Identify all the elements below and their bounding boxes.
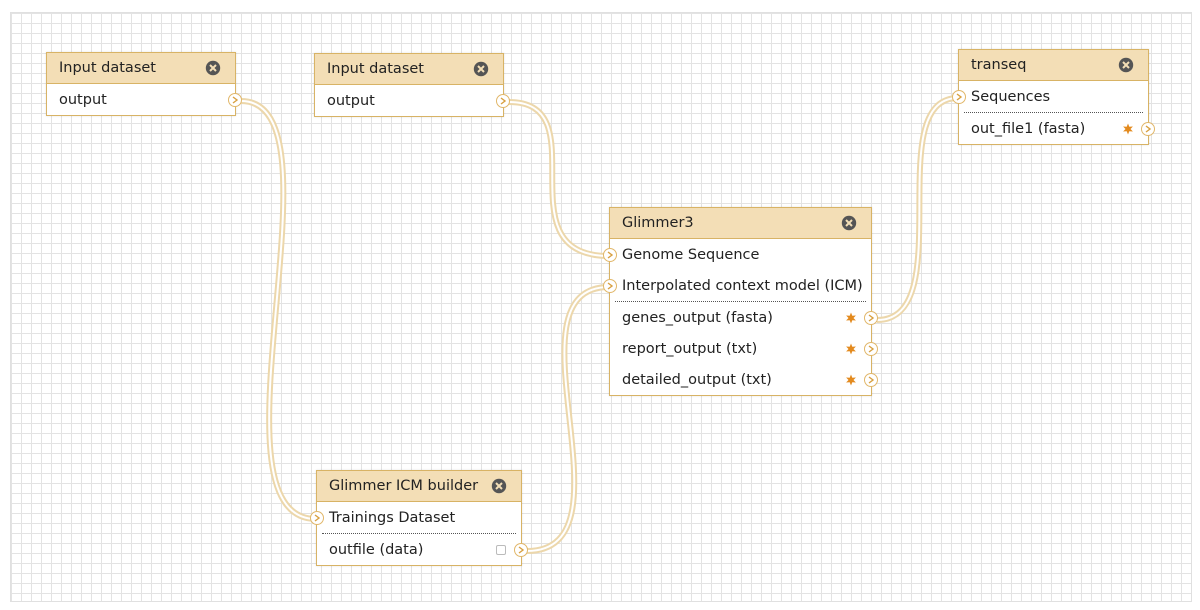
- square-icon[interactable]: [495, 544, 507, 556]
- output-row: output: [47, 84, 242, 115]
- output-row-out-file1: out_file1 (fasta): [959, 113, 1155, 144]
- node-header[interactable]: Input dataset: [47, 53, 235, 84]
- input-row-genome-sequence: Genome Sequence: [603, 239, 871, 270]
- input-terminal[interactable]: [310, 510, 324, 525]
- node-title: Glimmer3: [622, 215, 694, 231]
- node-title: Glimmer ICM builder: [329, 478, 479, 494]
- close-icon[interactable]: [839, 213, 859, 233]
- node-glimmer3[interactable]: Glimmer3 Genome Sequence Interpolated co…: [603, 207, 878, 396]
- node-header[interactable]: Input dataset: [315, 54, 503, 85]
- star-icon[interactable]: [845, 374, 857, 386]
- node-header[interactable]: Glimmer ICM builder: [317, 471, 521, 502]
- node-title: transeq: [971, 57, 1027, 73]
- output-terminal[interactable]: [864, 310, 878, 325]
- input-terminal[interactable]: [952, 89, 966, 104]
- output-terminal[interactable]: [864, 372, 878, 387]
- output-row-detailed: detailed_output (txt): [610, 364, 878, 395]
- close-icon[interactable]: [203, 58, 223, 78]
- output-row-genes: genes_output (fasta): [610, 302, 878, 333]
- output-terminal[interactable]: [1141, 121, 1155, 136]
- divider: [615, 301, 866, 302]
- node-header[interactable]: transeq: [959, 50, 1148, 81]
- input-row-icm: Interpolated context model (ICM): [603, 270, 871, 301]
- node-input-dataset-1[interactable]: Input dataset output: [46, 52, 242, 116]
- output-terminal[interactable]: [228, 92, 242, 107]
- output-label: out_file1 (fasta): [971, 120, 1086, 137]
- node-header[interactable]: Glimmer3: [610, 208, 871, 239]
- output-terminal[interactable]: [496, 93, 510, 108]
- output-row-report: report_output (txt): [610, 333, 878, 364]
- input-label: Interpolated context model (ICM): [622, 277, 863, 294]
- input-label: Sequences: [971, 88, 1051, 105]
- close-icon[interactable]: [471, 59, 491, 79]
- output-label: detailed_output (txt): [622, 371, 772, 388]
- input-label: Genome Sequence: [622, 246, 760, 263]
- output-terminal[interactable]: [514, 542, 528, 557]
- output-label: output: [327, 92, 375, 109]
- close-icon[interactable]: [1116, 55, 1136, 75]
- node-transeq[interactable]: transeq Sequences out_file1 (fasta): [952, 49, 1155, 145]
- divider: [964, 112, 1143, 113]
- output-label: output: [59, 91, 107, 108]
- star-icon[interactable]: [1122, 123, 1134, 135]
- output-row-outfile: outfile (data): [317, 534, 528, 565]
- node-title: Input dataset: [327, 61, 424, 77]
- output-row: output: [315, 85, 510, 116]
- output-label: report_output (txt): [622, 340, 758, 357]
- input-label: Trainings Dataset: [329, 509, 456, 526]
- input-terminal[interactable]: [603, 278, 617, 293]
- input-terminal[interactable]: [603, 247, 617, 262]
- input-row-sequences: Sequences: [952, 81, 1148, 112]
- star-icon[interactable]: [845, 343, 857, 355]
- input-row-trainings-dataset: Trainings Dataset: [310, 502, 521, 533]
- output-terminal[interactable]: [864, 341, 878, 356]
- divider: [322, 533, 516, 534]
- node-glimmer-icm-builder[interactable]: Glimmer ICM builder Trainings Dataset ou…: [310, 470, 528, 566]
- output-label: outfile (data): [329, 541, 424, 558]
- output-label: genes_output (fasta): [622, 309, 773, 326]
- node-input-dataset-2[interactable]: Input dataset output: [314, 53, 510, 117]
- node-title: Input dataset: [59, 60, 156, 76]
- close-icon[interactable]: [489, 476, 509, 496]
- star-icon[interactable]: [845, 312, 857, 324]
